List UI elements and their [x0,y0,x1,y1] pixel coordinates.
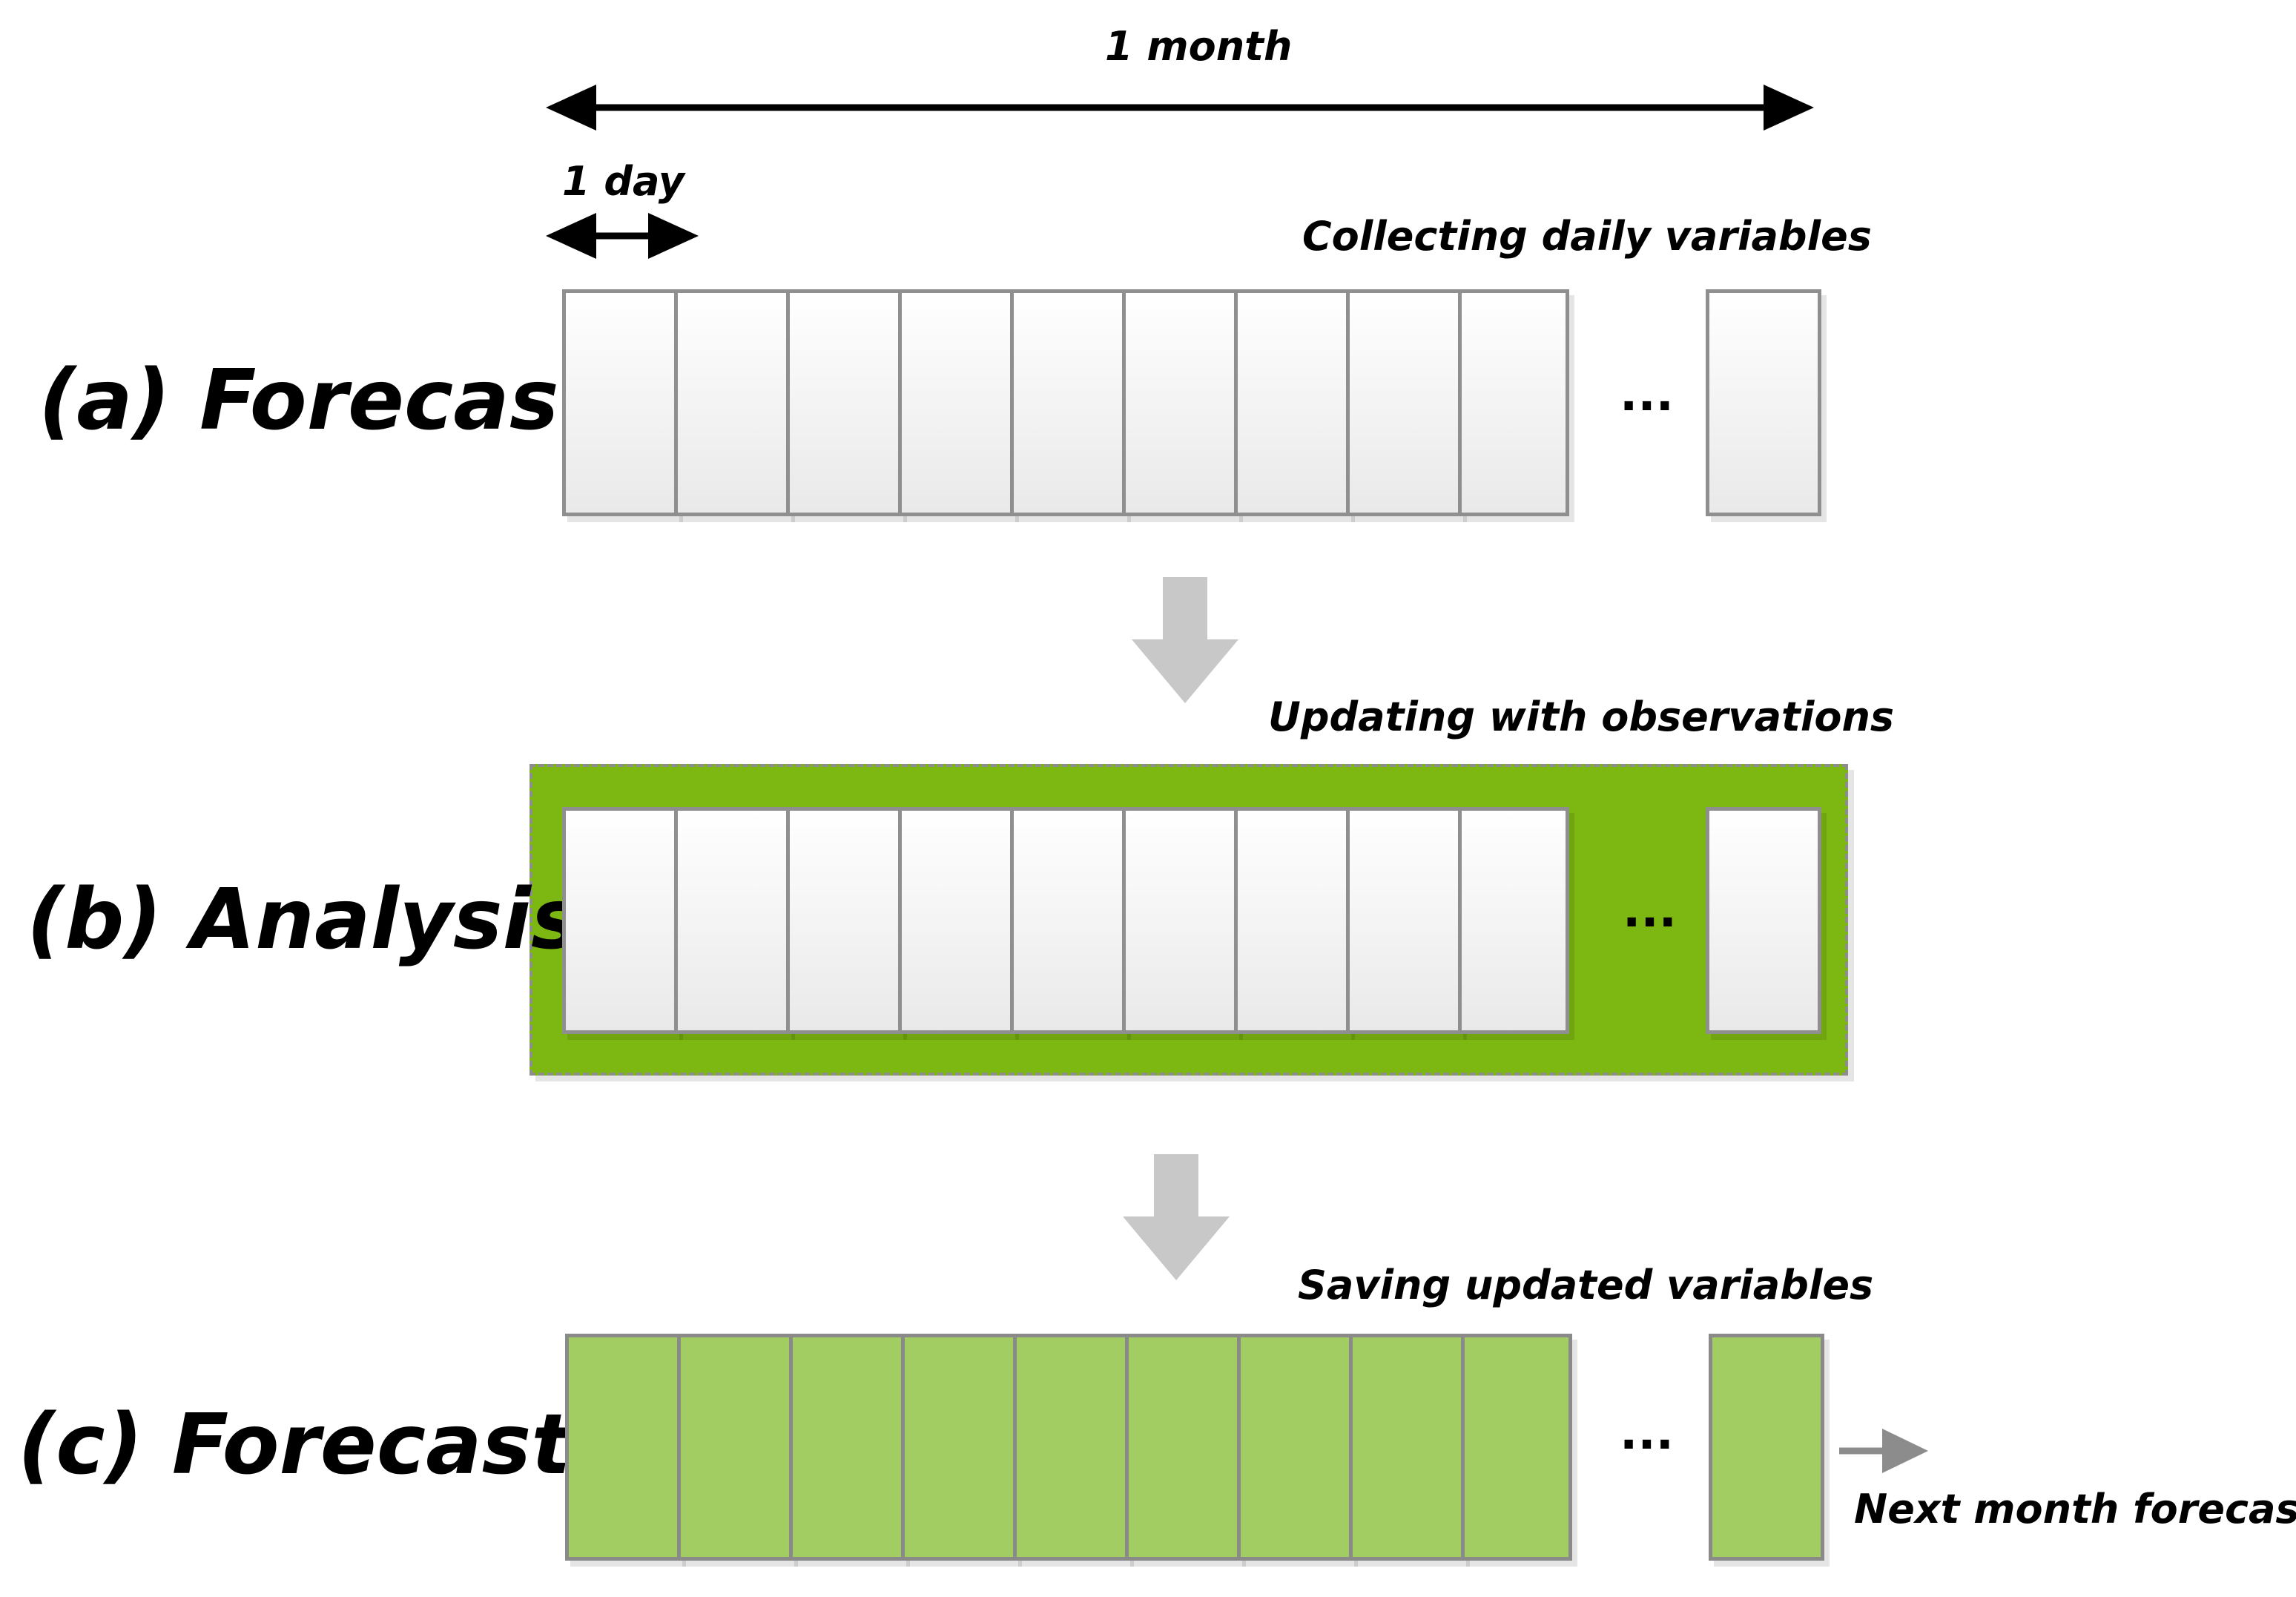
collecting-annotation: Collecting daily variables [1302,213,1872,260]
saving-annotation: Saving updated variables [1298,1262,1874,1308]
flow-arrow-down-1 [1132,577,1238,703]
day-cell [562,807,678,1034]
ellipsis-a: ... [1620,367,1674,422]
flow-arrow-down-2 [1123,1154,1230,1280]
day-cell [674,289,790,516]
ellipsis-c: ... [1620,1406,1674,1461]
day-cell [1461,1334,1572,1561]
row-label-c: (c) Forecast [18,1397,571,1493]
next-month-arrow-icon [1839,1429,1928,1473]
day-arrow [546,213,699,259]
day-cell [677,1334,793,1561]
day-cell [1234,807,1350,1034]
day-cell [1013,1334,1129,1561]
month-label: 1 month [1105,23,1293,70]
ellipsis-b: ... [1623,883,1677,938]
day-cell [1458,807,1569,1034]
day-cell [1122,807,1238,1034]
day-cell [786,807,902,1034]
last-day-cell [1706,807,1821,1034]
last-day-cell [1709,1334,1824,1561]
updating-annotation: Updating with observations [1268,694,1895,740]
row-label-a: (a) Forecast [39,352,599,449]
day-label: 1 day [562,158,685,205]
day-cell [1349,1334,1465,1561]
row-label-b: (b) Analysis [27,872,581,968]
day-cell [562,289,678,516]
day-cell [565,1334,681,1561]
day-cell [674,807,790,1034]
day-cell [1346,289,1462,516]
day-cell [901,1334,1017,1561]
day-cell [1458,289,1569,516]
last-day-cell [1706,289,1821,516]
day-cell [1010,289,1126,516]
day-cell [1125,1334,1241,1561]
day-cell [1122,289,1238,516]
day-cell [786,289,902,516]
day-cell [1234,289,1350,516]
day-cell [789,1334,905,1561]
next-month-annotation: Next month forecast [1854,1486,2296,1532]
day-cell [1237,1334,1353,1561]
day-cell [1010,807,1126,1034]
day-cell [1346,807,1462,1034]
day-cell [898,807,1014,1034]
month-arrow [546,85,1814,131]
day-cell [898,289,1014,516]
